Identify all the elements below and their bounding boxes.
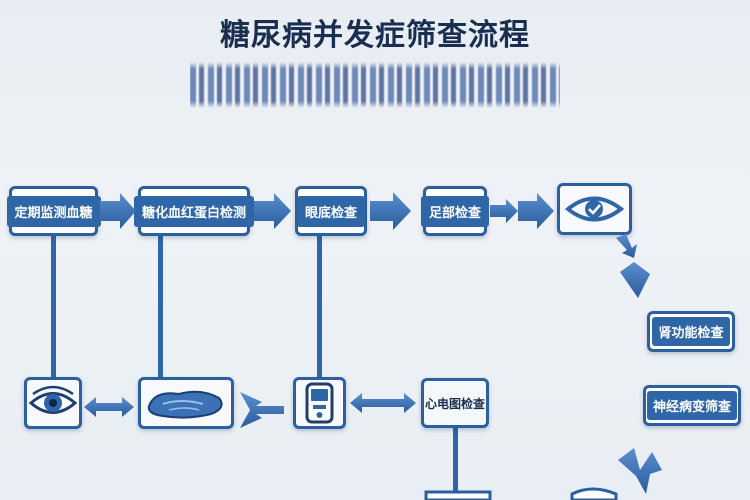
arrow-fundus-foot	[370, 192, 411, 230]
node-foot-label: 足部检查	[421, 195, 490, 227]
eye-icon	[28, 385, 78, 414]
node-hba1c[interactable]: 糖化血红蛋白检测	[134, 186, 255, 236]
arrow-device-ecg	[350, 393, 416, 413]
connector-fundus-device	[317, 236, 322, 379]
glucose-meter-icon	[305, 382, 334, 424]
node-kidney[interactable]: 肾功能检查	[647, 311, 735, 352]
node-neuro-label: 神经病变筛查	[646, 391, 737, 420]
connector-glucose-eye	[51, 236, 56, 379]
arrow-diamond	[620, 262, 650, 298]
kidney-organ-icon	[147, 390, 223, 419]
node-neuro[interactable]: 神经病变筛查	[643, 385, 741, 426]
arrow-foot-eyecheck-1	[490, 199, 518, 223]
arrow-eye-organ	[84, 397, 134, 417]
arrow-hba1c-fundus	[254, 193, 291, 229]
node-organ[interactable]	[138, 377, 234, 429]
connector-hba1c-organ	[158, 236, 163, 379]
garbled-subtitle-image	[190, 62, 560, 108]
arrow-organ-device	[240, 392, 284, 428]
page-title: 糖尿病并发症筛查流程	[220, 18, 530, 53]
node-fundus[interactable]: 眼底检查	[295, 186, 367, 236]
partial-box-bottom-right	[570, 487, 618, 500]
node-hba1c-label: 糖化血红蛋白检测	[134, 195, 255, 227]
arrow-eyecheck-down	[616, 234, 637, 258]
node-ecg[interactable]: 心电图检查	[421, 378, 489, 428]
node-fundus-label: 眼底检查	[297, 195, 366, 227]
connector-ecg-down	[453, 428, 458, 500]
node-device[interactable]	[293, 377, 346, 429]
node-kidney-label: 肾功能检查	[652, 317, 730, 346]
node-glucose[interactable]: 定期监测血糖	[6, 186, 101, 236]
eye-check-icon	[564, 196, 625, 222]
node-foot[interactable]: 足部检查	[421, 186, 490, 236]
node-ecg-label: 心电图检查	[424, 396, 485, 411]
arrow-foot-eyecheck-2	[518, 193, 554, 229]
arrow-glucose-hba1c	[100, 193, 136, 229]
arrow-bottom-right	[618, 448, 662, 494]
partial-box-bottom	[424, 490, 492, 500]
node-eye-check[interactable]	[557, 183, 632, 235]
node-eye[interactable]	[24, 377, 82, 429]
node-glucose-label: 定期监测血糖	[6, 195, 101, 227]
